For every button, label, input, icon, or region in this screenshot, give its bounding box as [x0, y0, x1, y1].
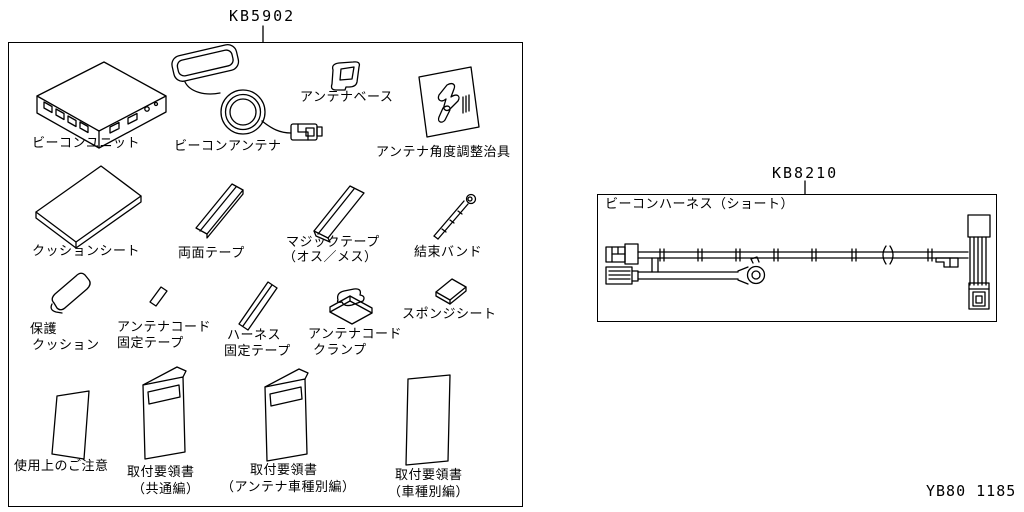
page-code: YB80 1185 — [926, 482, 1017, 500]
beacon-harness-drawing — [605, 214, 991, 310]
label-double-sided-tape: 両面テープ — [178, 246, 245, 261]
label-cushion-sheet: クッションシート — [32, 244, 141, 259]
label-manual-vehicle-line1: 取付要領書 — [395, 468, 463, 483]
antenna-angle-jig-drawing — [418, 66, 480, 138]
manual-antenna-vehicle-drawing — [264, 368, 309, 462]
antenna-cord-clamp-drawing — [329, 288, 373, 325]
manual-common-drawing — [142, 366, 187, 460]
double-sided-tape-drawing — [195, 183, 244, 239]
label-antenna-cord-clamp-line1: アンテナコード — [308, 327, 402, 342]
antenna-base-drawing — [330, 61, 361, 91]
label-sponge-sheet: スポンジシート — [402, 307, 497, 322]
manual-vehicle-drawing — [405, 374, 451, 466]
label-manual-antenna-line1: 取付要領書 — [250, 463, 318, 478]
label-antenna-base: アンテナベース — [300, 90, 394, 105]
label-usage-precautions: 使用上のご注意 — [14, 459, 109, 474]
antenna-cord-fixing-tape-drawing — [149, 286, 168, 307]
label-beacon-antenna: ビーコンアンテナ — [174, 139, 282, 154]
kb5902-kit-box — [8, 42, 523, 507]
label-beacon-harness-short: ビーコンハーネス（ショート） — [605, 197, 795, 212]
label-protective-cushion-line2: クッション — [32, 338, 100, 353]
label-manual-vehicle-line2: （車種別編） — [388, 485, 470, 500]
beacon-unit-drawing — [36, 61, 167, 149]
label-antenna-cord-tape-line2: 固定テープ — [117, 336, 184, 351]
label-manual-common-line1: 取付要領書 — [127, 465, 195, 480]
kb8210-code-label: KB8210 — [772, 164, 839, 182]
label-antenna-angle-jig: アンテナ角度調整治具 — [376, 145, 511, 160]
usage-precautions-drawing — [51, 390, 90, 460]
label-cable-tie: 結束バンド — [414, 245, 483, 260]
label-manual-antenna-line2: （アンテナ車種別編） — [221, 480, 356, 495]
beacon-antenna-drawing — [171, 44, 323, 141]
label-magic-tape-line1: マジックテープ — [286, 235, 380, 250]
magic-tape-drawing — [313, 185, 365, 243]
label-manual-common-line2: （共通編） — [132, 482, 200, 497]
label-harness-tape-line1: ハーネス — [227, 328, 282, 343]
harness-fixing-tape-drawing — [238, 281, 278, 331]
label-magic-tape-line2: （オス／メス） — [283, 250, 378, 265]
label-harness-tape-line2: 固定テープ — [224, 344, 291, 359]
label-antenna-cord-clamp-line2: クランプ — [313, 343, 367, 358]
label-protective-cushion-line1: 保護 — [30, 322, 58, 337]
cable-tie-drawing — [433, 193, 477, 240]
protective-cushion-drawing — [50, 272, 91, 314]
sponge-sheet-drawing — [435, 278, 467, 305]
kb8210-kit-box — [597, 194, 997, 322]
kb5902-code-label: KB5902 — [229, 7, 296, 25]
label-antenna-cord-tape-line1: アンテナコード — [117, 320, 211, 335]
label-beacon-unit: ビーコンユニット — [32, 136, 141, 151]
cushion-sheet-drawing — [35, 165, 142, 249]
